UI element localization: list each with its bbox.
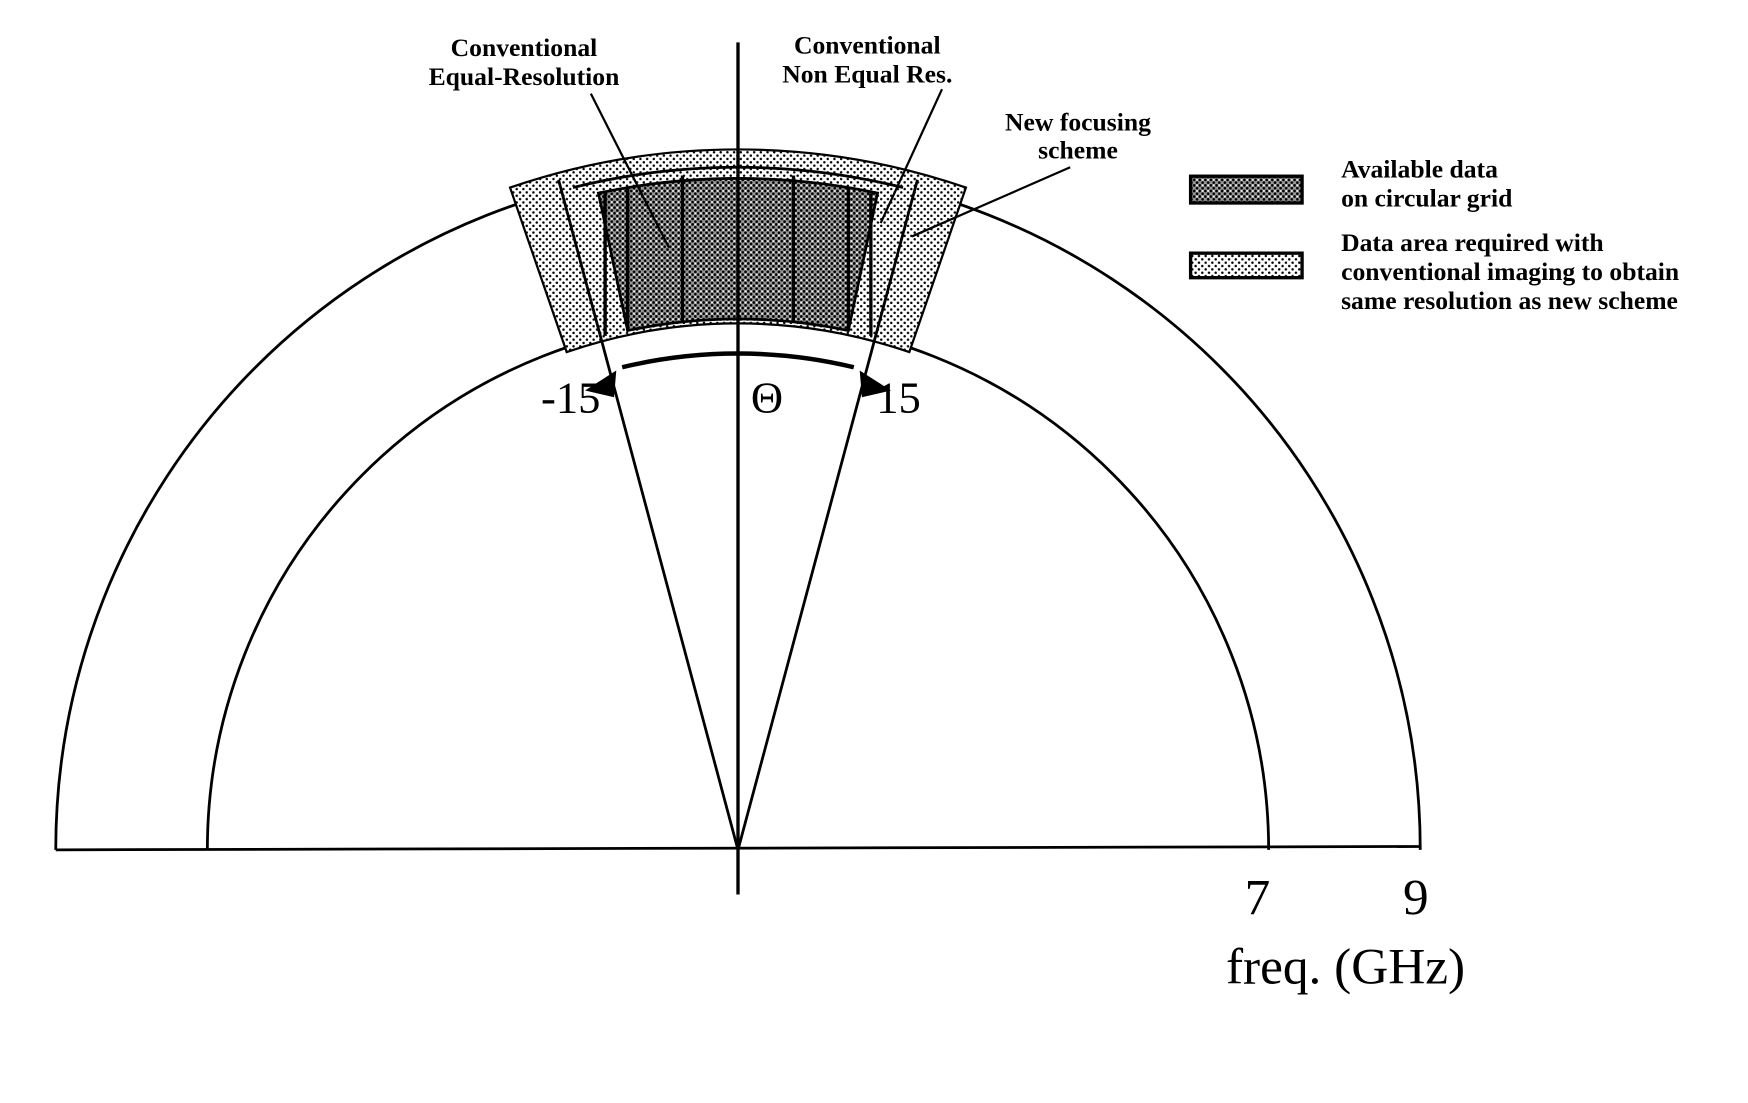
legend-label: Available data xyxy=(1341,154,1498,183)
legend: Available data on circular grid Data are… xyxy=(1188,154,1679,315)
theta-arc xyxy=(621,351,855,370)
annotation-new-focusing-scheme: New focusing scheme xyxy=(1005,107,1151,164)
leader-line xyxy=(589,93,670,249)
angle-min-label: -15 xyxy=(541,373,600,423)
leader-line xyxy=(911,166,1071,238)
annotation-line: Conventional xyxy=(451,33,598,62)
annotation-line: Conventional xyxy=(794,31,941,60)
angle-line xyxy=(557,179,740,851)
legend-swatch-required-data-area xyxy=(1188,251,1304,280)
leader-line xyxy=(879,88,944,224)
angle-line xyxy=(736,179,919,851)
annotation-line: Non Equal Res. xyxy=(782,60,952,89)
angle-max-label: 15 xyxy=(876,373,921,423)
freq-tick-9: 9 xyxy=(1403,870,1429,927)
freq-axis-label: freq. (GHz) xyxy=(1226,939,1465,996)
geometry xyxy=(54,42,1422,895)
legend-label: same resolution as new scheme xyxy=(1341,286,1678,315)
arrowhead-icon xyxy=(585,370,617,398)
annotation-conventional-equal-resolution: Conventional Equal-Resolution xyxy=(429,33,620,91)
theta-label: Θ xyxy=(751,373,783,423)
annotation-conventional-non-equal-res: Conventional Non Equal Res. xyxy=(782,31,952,89)
annotation-line: New focusing xyxy=(1005,107,1151,136)
legend-label: on circular grid xyxy=(1341,183,1512,212)
legend-label: Data area required with xyxy=(1341,228,1604,257)
annotation-line: scheme xyxy=(1038,135,1118,164)
legend-label: conventional imaging to obtain xyxy=(1341,257,1679,286)
freq-tick-7: 7 xyxy=(1245,870,1271,927)
arrowhead-icon xyxy=(859,370,891,398)
annotation-line: Equal-Resolution xyxy=(429,62,620,91)
legend-swatch-available-data xyxy=(1188,174,1304,205)
